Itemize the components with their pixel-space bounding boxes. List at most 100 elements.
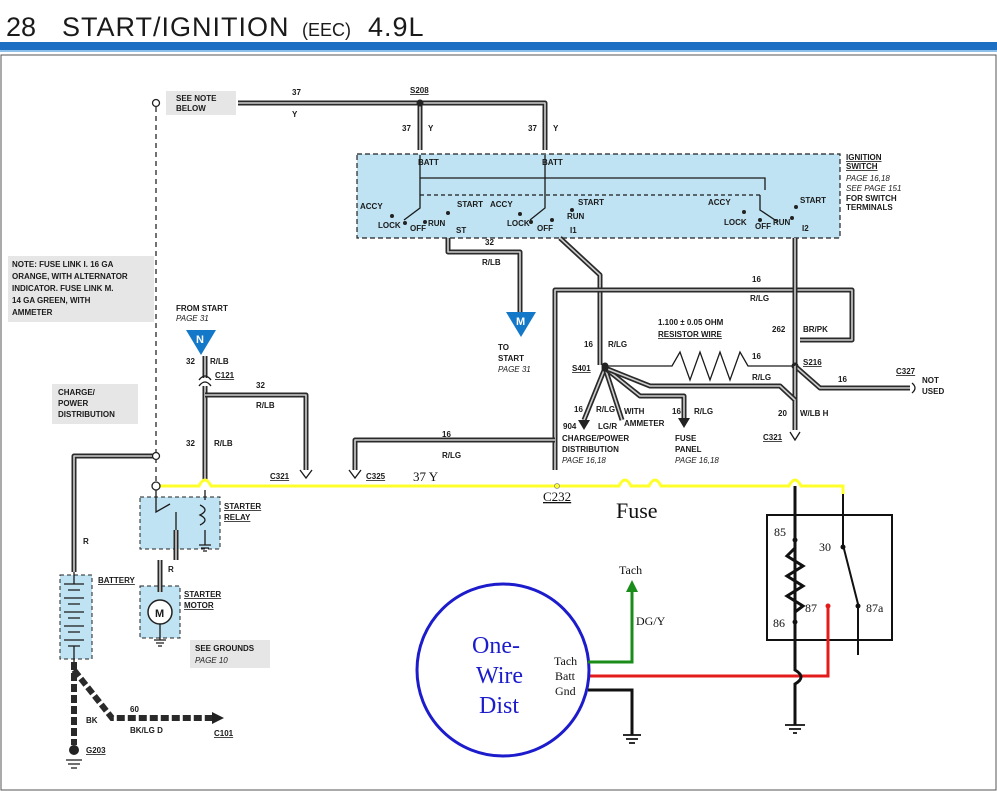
header-rule: [0, 42, 997, 50]
start-label: START: [498, 354, 524, 363]
batt-label-1: BATT: [418, 158, 439, 167]
starter-label: STARTER: [224, 502, 261, 511]
overlay-wire-label: 37 Y: [413, 469, 439, 484]
relay-label: RELAY: [224, 513, 251, 522]
ignition-page-ref: PAGE 16,18: [846, 174, 890, 183]
with-label: WITH: [624, 407, 645, 416]
power-label: POWER: [58, 399, 88, 408]
header-rule-shadow: [0, 50, 997, 52]
fuse-panel-callout-2: PANEL: [675, 445, 702, 454]
connector-c327: C327: [896, 367, 916, 376]
used-label: USED: [922, 387, 944, 396]
fuse-panel-callout-1: FUSE: [675, 434, 697, 443]
connector-c321-right: C321: [763, 433, 783, 442]
resistor-wire-label: RESISTOR WIRE: [658, 330, 723, 339]
distribution-label: DISTRIBUTION: [58, 410, 115, 419]
page-number: 28: [6, 12, 36, 42]
battery-label: BATTERY: [98, 576, 136, 585]
run-label-2: RUN: [567, 212, 585, 221]
motor-symbol: M: [155, 608, 164, 620]
note-line-5: AMMETER: [12, 308, 53, 317]
wire-w-lb-h-label: W/LB H: [800, 409, 829, 418]
wire-r-lg-s401-label: R/LG: [608, 340, 627, 349]
to-start-page: PAGE 31: [498, 365, 531, 374]
wire-y-left-label: Y: [428, 124, 434, 133]
wire-16-label-top: 16: [752, 275, 761, 284]
wire-32-label-relay: 32: [186, 439, 195, 448]
connector-c121: C121: [215, 371, 235, 380]
start-label-1: START: [457, 200, 483, 209]
wire-16-r-lg-top: [552, 287, 855, 470]
wire-16-r-lg-c325: [348, 437, 555, 480]
wire-lg-r-label: LG/R: [598, 422, 617, 431]
wire-bk-lg-d-label: BK/LG D: [130, 726, 163, 735]
off-label-3: OFF: [755, 222, 771, 231]
see-page-151: SEE PAGE 151: [846, 184, 901, 193]
lock-label-1: LOCK: [378, 221, 401, 230]
wire-r-lg-c325-label: R/LG: [442, 451, 461, 460]
wire-r-lb-label-switch: R/LB: [482, 258, 501, 267]
note-line-4: 14 GA GREEN, WITH: [12, 296, 91, 305]
ground-g203: G203: [86, 746, 106, 755]
wire-16-fuse-panel-label: 16: [672, 407, 681, 416]
connector-c325: C325: [366, 472, 386, 481]
dist-terminal-batt: Batt: [555, 669, 576, 683]
fuse-panel-page: PAGE 16,18: [675, 456, 719, 465]
wire-32-label-n: 32: [186, 357, 195, 366]
s401-fanout: [578, 364, 797, 430]
off-label-2: OFF: [537, 224, 553, 233]
see-grounds-page: PAGE 10: [195, 656, 228, 665]
dist-label-one: One-: [472, 633, 520, 659]
wire-r-lg-resistor-label: R/LG: [752, 373, 771, 382]
ignition-label: IGNITION: [846, 153, 882, 162]
wire-r-lg-fuse-panel-label: R/LG: [694, 407, 713, 416]
charge-power-note: CHARGE/ POWER DISTRIBUTION: [52, 384, 138, 424]
battery-wire-r: [71, 451, 161, 572]
wire-r-lg-label-top: R/LG: [750, 294, 769, 303]
fuse-link-note: NOTE: FUSE LINK I. 16 GA ORANGE, WITH AL…: [8, 256, 154, 322]
charge-power-page: PAGE 16,18: [562, 456, 606, 465]
see-grounds-label: SEE GROUNDS: [195, 644, 255, 653]
resistor-value-label: 1.100 ± 0.05 OHM: [658, 318, 724, 327]
note-line-3: INDICATOR. FUSE LINK M.: [12, 284, 113, 293]
wire-y-right-label: Y: [553, 124, 559, 133]
wire-r-lg-s401-left-label: R/LG: [596, 405, 615, 414]
relay-pin-85: 85: [774, 525, 786, 539]
callout-m: M: [506, 312, 536, 337]
accy-label-2: ACCY: [490, 200, 513, 209]
not-label: NOT: [922, 376, 939, 385]
wire-60-label: 60: [130, 705, 139, 714]
off-label-1: OFF: [410, 224, 426, 233]
overlay-wire-37-y: [151, 478, 845, 494]
wire-y-label: Y: [292, 110, 298, 119]
engine-label: 4.9L: [368, 12, 425, 42]
dist-terminal-gnd: Gnd: [555, 684, 576, 698]
callout-n: N: [186, 330, 216, 355]
wire-37-label: 37: [292, 88, 301, 97]
accy-label-1: ACCY: [360, 202, 383, 211]
c321-right-symbol: [789, 431, 801, 442]
starter-motor-label-2: MOTOR: [184, 601, 214, 610]
wire-32-label-switch: 32: [485, 238, 494, 247]
st-label: ST: [456, 226, 466, 235]
overlay-relay: [590, 486, 893, 734]
ammeter-label: AMMETER: [624, 419, 665, 428]
relay-pin-87a: 87a: [866, 601, 884, 615]
battery: [59, 572, 93, 662]
charge-power-callout-1: CHARGE/POWER: [562, 434, 629, 443]
relay-pin-87: 87: [805, 601, 817, 615]
i2-label: I2: [802, 224, 809, 233]
wire-16-s401-left-label: 16: [574, 405, 583, 414]
ground-wire-bk: [66, 662, 224, 769]
splice-s401: S401: [572, 364, 591, 373]
i1-label: I1: [570, 226, 577, 235]
wire-32-r-lb-to-start: [445, 238, 523, 312]
page-subtitle: (EEC): [302, 20, 351, 40]
wire-r-battery-label: R: [83, 537, 89, 546]
lock-label-2: LOCK: [507, 219, 530, 228]
starter-motor-label-1: STARTER: [184, 590, 221, 599]
wire-262-label: 262: [772, 325, 786, 334]
start-label-3: START: [800, 196, 826, 205]
